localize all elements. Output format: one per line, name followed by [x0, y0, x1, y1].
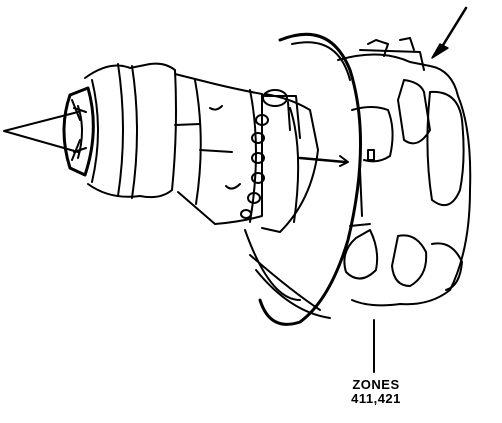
core-body [261, 93, 349, 233]
spinner-cone [3, 105, 83, 159]
fan-inlet [62, 62, 177, 199]
rear-case [337, 37, 472, 307]
zone-callout-title: ZONES [352, 377, 400, 392]
zone-callout-numbers: 411,421 [351, 391, 401, 406]
flange-ring [244, 32, 362, 326]
arrow-icon [431, 6, 468, 59]
